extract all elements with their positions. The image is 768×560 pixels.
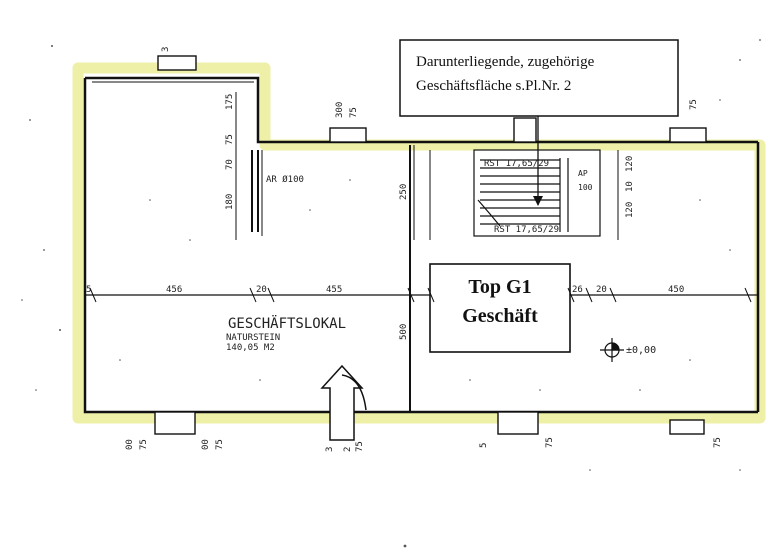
opening-dimensions-top: 3 300 75 75 [161, 47, 699, 118]
dim-h-456: 456 [166, 285, 182, 295]
dim-h-26: 26 [572, 285, 583, 295]
dimension-ticks [89, 287, 752, 303]
interior-walls [85, 145, 758, 412]
stair-bottom-label: RST 17,65/29 [494, 225, 559, 235]
unit-subtitle: Geschäft [462, 305, 538, 327]
dim-v-120b: 120 [625, 202, 635, 218]
dim-h-450: 450 [668, 285, 684, 295]
ap-label: AP [578, 169, 588, 178]
dim-v-180: 180 [225, 194, 235, 210]
highlight-outline [72, 62, 766, 424]
dim-open-bot-2: 75 [139, 439, 149, 450]
vertical-dimensions-left: 175 70 75 180 [225, 92, 237, 240]
dim-v-10: 10 [625, 181, 635, 192]
staircase [473, 149, 601, 237]
unit-label-box: Top G1 Geschäft [429, 263, 571, 353]
stair-top-label: RST 17,65/29 [484, 159, 549, 169]
room-name: GESCHÄFTSLOKAL [228, 314, 346, 332]
callout-line-2: Geschäftsfläche s.Pl.Nr. 2 [416, 78, 571, 94]
dim-open-bot-8: 5 [479, 443, 489, 448]
room-area: 140,05 M2 [226, 343, 275, 353]
ap-size: 100 [578, 183, 593, 192]
dim-h-20a: 20 [256, 285, 267, 295]
callout-box: Darunterliegende, zugehörige Geschäftsfl… [399, 39, 679, 206]
dim-open-bot-1: 00 [125, 439, 135, 450]
window-openings [154, 55, 707, 435]
opening-dimensions-bottom: 00 75 00 75 3 2 75 5 75 75 [125, 437, 723, 452]
dim-v-75: 75 [225, 134, 235, 145]
dim-open-bot-10: 75 [713, 437, 723, 448]
unit-title: Top G1 [468, 276, 531, 298]
dim-open-bot-6: 2 [343, 447, 353, 452]
dim-open-bot-7: 75 [355, 441, 365, 452]
level-marker-label: ±0,00 [626, 345, 656, 356]
dim-open-bot-4: 75 [215, 439, 225, 450]
dim-h-5: 5 [86, 285, 91, 295]
dim-v-120a: 120 [625, 156, 635, 172]
dim-v-175: 175 [225, 94, 235, 110]
dim-open-top-75b: 75 [689, 99, 699, 110]
dim-v-70: 70 [225, 159, 235, 170]
dim-open-top-3: 3 [161, 47, 171, 52]
dim-h-20b: 20 [596, 285, 607, 295]
dim-h-455: 455 [326, 285, 342, 295]
exterior-walls [83, 76, 760, 414]
scan-noise [21, 39, 761, 548]
dim-v-250: 250 [399, 184, 409, 200]
vertical-dimensions-mid: 250 500 [399, 184, 409, 340]
vertical-dimensions-right: 120 10 120 [617, 150, 635, 240]
level-marker-icon [600, 338, 624, 362]
dim-open-bot-3: 00 [201, 439, 211, 450]
shaft-label: AR Ø100 [266, 174, 304, 185]
room-floor: NATURSTEIN [226, 333, 280, 343]
entrance-arrow-icon [320, 364, 367, 441]
callout-line-1: Darunterliegende, zugehörige [416, 54, 595, 70]
dim-open-bot-9: 75 [545, 437, 555, 448]
dim-open-top-300: 300 [335, 102, 345, 118]
dim-open-bot-5: 3 [325, 447, 335, 452]
dim-open-top-75a: 75 [349, 107, 359, 118]
dim-v-500: 500 [399, 324, 409, 340]
